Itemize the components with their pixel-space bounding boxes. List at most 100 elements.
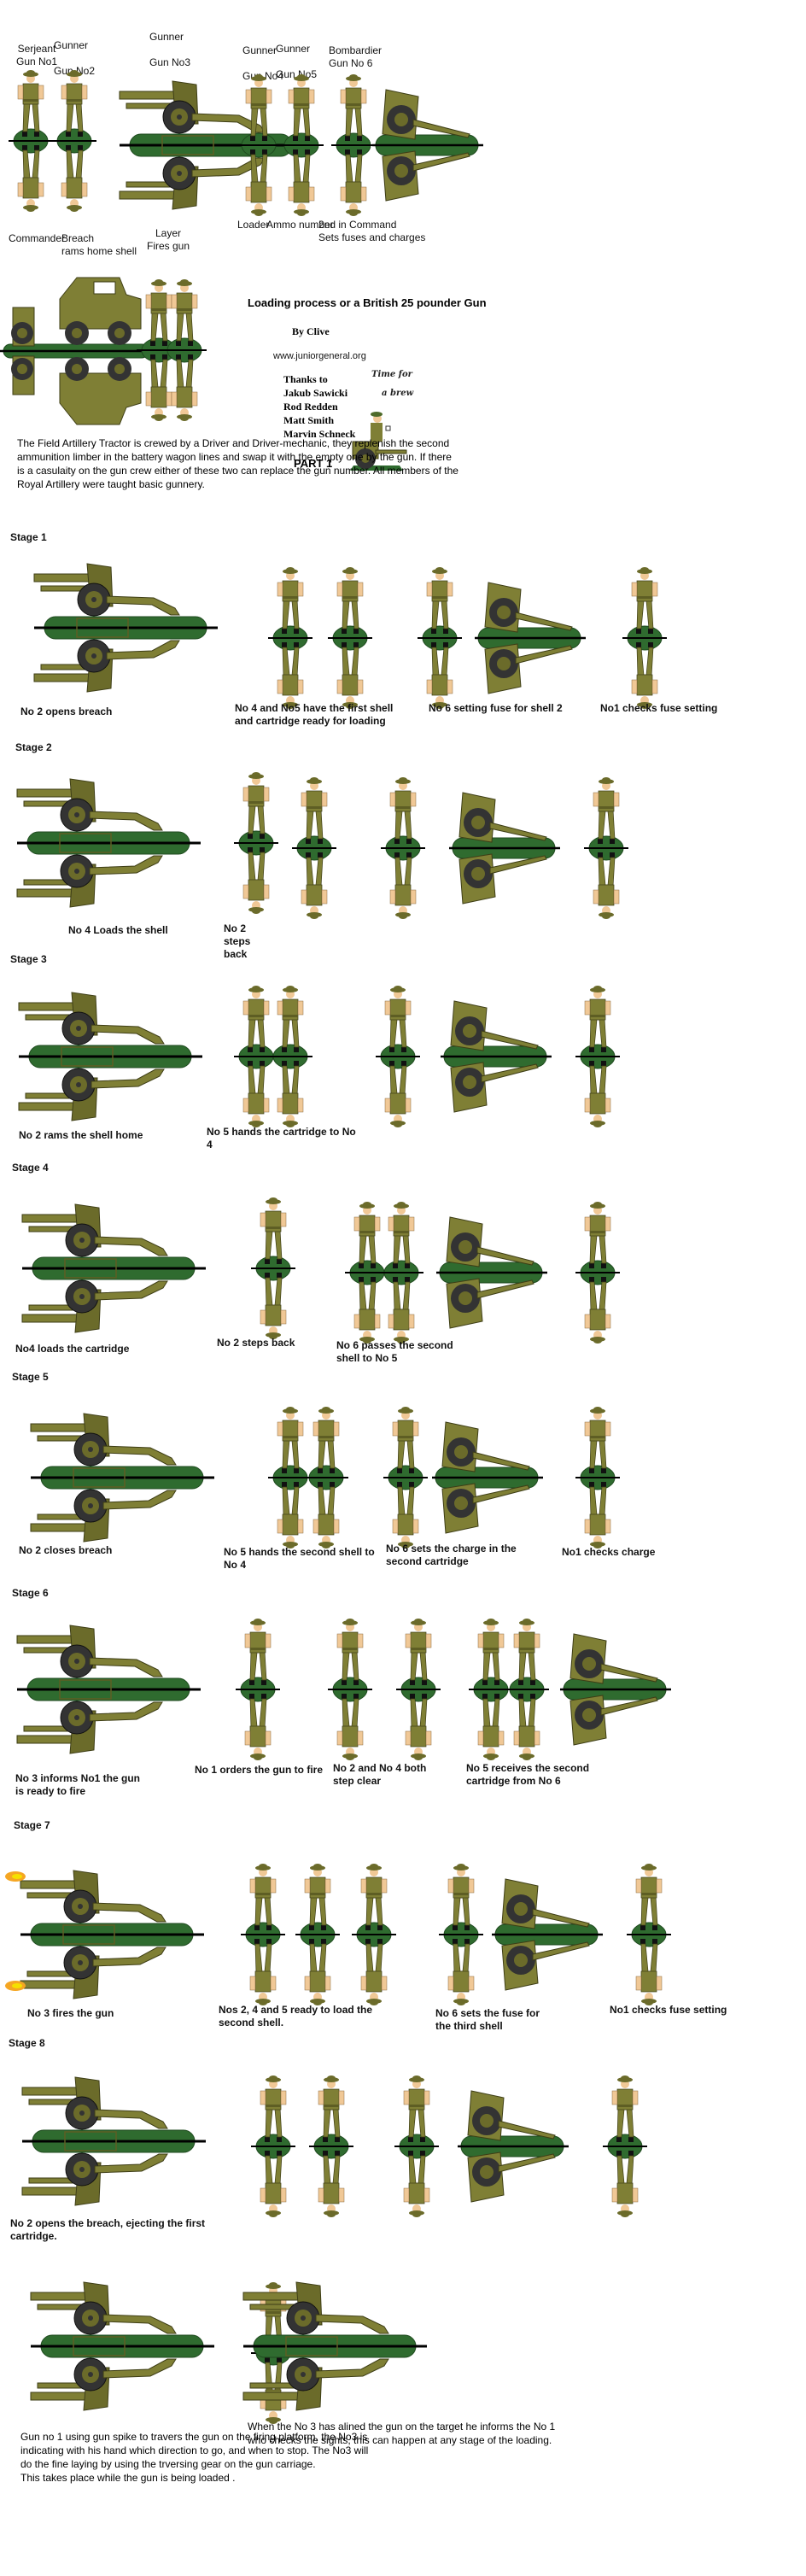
soldier-no2-figure [240, 1863, 286, 2006]
gun-figure-firing [19, 1869, 206, 2000]
soldier-no1-figure [583, 776, 629, 920]
soldier-no4-figure [267, 1406, 313, 1549]
soldier-no5-figure [351, 1863, 397, 2006]
gun-figure [15, 777, 202, 909]
muzzle-flash-icon [5, 1871, 26, 1882]
limber-figure [456, 2089, 570, 2204]
caption: No 3 informs No1 the gun is ready to fir… [15, 1772, 141, 1797]
thanks-name: Rod Redden [283, 401, 338, 413]
soldier-no1-figure [622, 566, 668, 710]
tea-break-figure [350, 412, 407, 471]
soldier-no1-figure [8, 69, 54, 213]
field-artillery-tractor [0, 277, 154, 425]
stage-label: Stage 4 [12, 1162, 49, 1174]
soldier-no5-figure [303, 1406, 349, 1549]
soldier-no4-figure [250, 2075, 296, 2218]
limber-figure [435, 1215, 549, 1330]
caption: No 4 and No5 have the first shell and ca… [235, 702, 394, 727]
soldier-no6-figure [330, 73, 377, 217]
role-commander: Commander [9, 232, 66, 244]
soldier-no4-figure [295, 1863, 341, 2006]
soldier-no1-figure [575, 1406, 621, 1549]
limber-figure [447, 791, 562, 905]
muzzle-flash-icon [5, 1981, 26, 1991]
caption: No 2 closes breach [19, 1544, 113, 1556]
soldier-no1-figure [626, 1863, 672, 2006]
role-breach: Breach rams home shell [61, 232, 137, 257]
caption: No 2 rams the shell home [19, 1129, 143, 1141]
soldier-no4-figure [267, 566, 313, 710]
soldier-no2-figure [327, 1618, 373, 1761]
thanks-name: Matt Smith [283, 414, 334, 426]
gun-aligned-figure [242, 2280, 429, 2412]
driver-mechanic-figure [161, 278, 207, 422]
laying-description: Gun no 1 using gun spike to travers the … [20, 2430, 379, 2485]
page-title: Loading process or a British 25 pounder … [248, 296, 487, 309]
gun-figure [32, 562, 219, 694]
soldier-no4-figure [395, 1618, 441, 1761]
soldier-no2-figure [233, 771, 279, 915]
brew-caption-1: Time for [371, 370, 412, 379]
gun-figure [15, 1624, 202, 1755]
thanks-name: Marvin Schneck [283, 428, 356, 440]
part-label: PART 1 [294, 457, 333, 470]
caption: No 2 and No 4 both step clear [333, 1762, 427, 1787]
soldier-no5-figure [267, 985, 313, 1128]
soldier-no6-figure [383, 1406, 429, 1549]
soldier-no5-figure [291, 776, 337, 920]
limber-figure [473, 581, 587, 695]
soldier-no2-figure [51, 69, 97, 213]
stage-label: Stage 7 [14, 1819, 50, 1831]
limber-figure [430, 1420, 545, 1535]
brew-caption-2: a brew [382, 389, 414, 398]
soldier-no6-figure [375, 985, 421, 1128]
caption: No1 checks charge [562, 1546, 656, 1558]
soldier-no6-figure [378, 1201, 424, 1344]
role-ammo: Ammo number [266, 219, 334, 231]
stage-label: Stage 3 [10, 953, 47, 965]
caption: No 6 passes the second shell to No 5 [336, 1339, 453, 1364]
stage-label: Stage 2 [15, 741, 52, 753]
caption: No 2 opens the breach, ejecting the firs… [10, 2217, 206, 2242]
caption: No 5 receives the second cartridge from … [466, 1762, 590, 1787]
caption: No 2 steps back [217, 1337, 295, 1349]
caption: No 1 orders the gun to fire [195, 1764, 324, 1776]
soldier-no5-figure [468, 1618, 514, 1761]
limber-figure [439, 999, 553, 1114]
soldier-no6-figure [394, 2075, 440, 2218]
gun-figure [29, 1412, 216, 1543]
caption: No 6 setting fuse for shell 2 [429, 702, 563, 714]
soldier-no6-figure [380, 776, 426, 920]
gun-laying-figure [29, 2280, 216, 2412]
soldier-no6-figure [438, 1863, 484, 2006]
role-loader: Loader [237, 219, 270, 231]
byline: By Clive [292, 325, 330, 337]
caption: No1 checks fuse setting [600, 702, 718, 714]
caption: No 4 Loads the shell [68, 924, 168, 936]
soldier-no4-figure [236, 73, 282, 217]
stage-label: Stage 8 [9, 2037, 45, 2049]
soldier-no5-figure [308, 2075, 354, 2218]
gun-figure [20, 1203, 207, 1334]
soldier-no2-figure [250, 1197, 296, 1340]
gun-figure [20, 2075, 207, 2207]
website-link[interactable]: www.juniorgeneral.org [273, 351, 366, 361]
stage-label: Stage 5 [12, 1371, 49, 1383]
caption: No 3 fires the gun [27, 2007, 114, 2019]
thanks-heading: Thanks to [283, 373, 328, 385]
stage-label: Stage 1 [10, 531, 47, 543]
caption: No 5 hands the second shell to No 4 [224, 1546, 375, 1571]
limber-figure [558, 1632, 673, 1747]
caption: Nos 2, 4 and 5 ready to load the second … [219, 2004, 373, 2029]
soldier-no6-figure [417, 566, 463, 710]
limber-figure [371, 88, 485, 202]
caption: No 2 steps back [224, 922, 251, 960]
soldier-no1-figure [575, 1201, 621, 1344]
role-second-in-command: 2nd in Command Sets fuses and charges [318, 219, 426, 243]
laying-text: Gun no 1 using gun spike to travers the … [20, 2431, 369, 2470]
thanks-list: Thanks to Jakub Sawicki Rod Redden Matt … [283, 372, 355, 441]
soldier-no1-figure [575, 985, 621, 1128]
